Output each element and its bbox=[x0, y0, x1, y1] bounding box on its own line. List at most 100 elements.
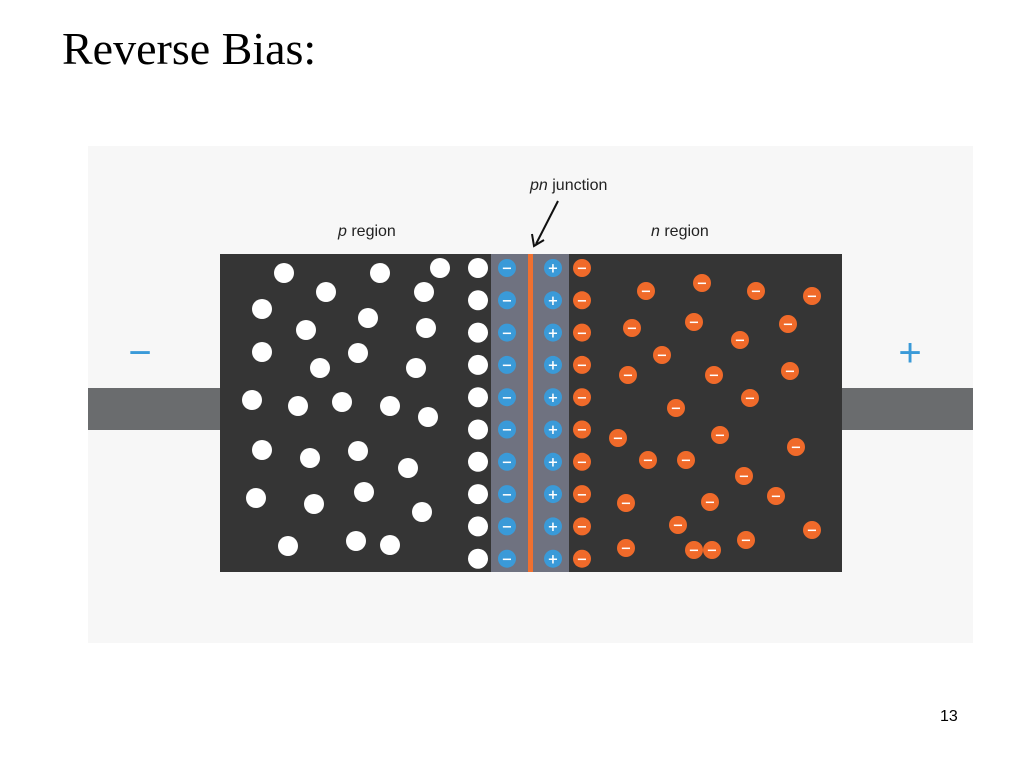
electron bbox=[573, 485, 591, 504]
electron-symbol: − bbox=[577, 326, 588, 341]
hole bbox=[242, 390, 262, 410]
negative-ion-symbol: − bbox=[502, 326, 513, 341]
negative-ion-symbol: − bbox=[502, 262, 513, 277]
positive-ion-symbol: + bbox=[548, 391, 559, 406]
pn-junction-diagram: pn junction p region n region − + −−−−−−… bbox=[88, 146, 973, 643]
electron-symbol: − bbox=[623, 369, 634, 384]
hole bbox=[380, 535, 400, 555]
diagram-canvas: pn junction p region n region − + −−−−−−… bbox=[88, 177, 973, 572]
p-label-rest: region bbox=[347, 223, 396, 240]
electron-symbol: − bbox=[705, 496, 716, 511]
electron-symbol: − bbox=[707, 544, 718, 559]
electron bbox=[573, 549, 591, 568]
positive-ion-symbol: + bbox=[548, 359, 559, 374]
electron bbox=[573, 259, 591, 277]
electron bbox=[741, 389, 759, 407]
electron bbox=[617, 539, 635, 557]
negative-terminal-sign: − bbox=[128, 331, 151, 375]
electron bbox=[573, 452, 591, 471]
electron bbox=[617, 494, 635, 512]
hole bbox=[252, 440, 272, 460]
electron bbox=[787, 438, 805, 456]
negative-ion-symbol: − bbox=[502, 552, 513, 567]
electron-symbol: − bbox=[577, 552, 588, 567]
negative-ion-symbol: − bbox=[502, 391, 513, 406]
junction-line bbox=[528, 254, 533, 572]
hole bbox=[332, 392, 352, 412]
hole bbox=[418, 407, 438, 427]
electron-symbol: − bbox=[689, 316, 700, 331]
hole bbox=[414, 282, 434, 302]
electron-symbol: − bbox=[689, 544, 700, 559]
hole bbox=[354, 482, 374, 502]
electron-symbol: − bbox=[739, 470, 750, 485]
hole bbox=[468, 322, 488, 343]
slide-title: Reverse Bias: bbox=[62, 23, 317, 74]
hole bbox=[310, 358, 330, 378]
electron bbox=[711, 426, 729, 444]
electron bbox=[767, 487, 785, 505]
electron-symbol: − bbox=[577, 359, 588, 374]
electron bbox=[667, 399, 685, 417]
electron bbox=[573, 420, 591, 439]
hole bbox=[358, 308, 378, 328]
negative-ion bbox=[498, 291, 516, 310]
hole bbox=[346, 531, 366, 551]
electron bbox=[803, 521, 821, 539]
hole bbox=[278, 536, 298, 556]
electron bbox=[573, 517, 591, 536]
electron-symbol: − bbox=[643, 454, 654, 469]
hole bbox=[252, 299, 272, 319]
negative-ion-symbol: − bbox=[502, 488, 513, 503]
positive-ion bbox=[544, 323, 562, 342]
hole bbox=[380, 396, 400, 416]
electron bbox=[573, 388, 591, 407]
positive-ion bbox=[544, 388, 562, 407]
hole bbox=[296, 320, 316, 340]
electron bbox=[701, 493, 719, 511]
electron-symbol: − bbox=[577, 488, 588, 503]
electron-symbol: − bbox=[715, 429, 726, 444]
electron bbox=[623, 319, 641, 337]
positive-ion-symbol: + bbox=[548, 423, 559, 438]
positive-ion-symbol: + bbox=[548, 520, 559, 535]
hole bbox=[288, 396, 308, 416]
electron bbox=[693, 274, 711, 292]
electron-symbol: − bbox=[577, 520, 588, 535]
particles-layer: −−−−−−−−−−++++++++++−−−−−−−−−−−−−−−−−−−−… bbox=[242, 258, 821, 569]
electron bbox=[703, 541, 721, 559]
electron-symbol: − bbox=[671, 402, 682, 417]
hole bbox=[468, 516, 488, 537]
electron-symbol: − bbox=[621, 542, 632, 557]
electron bbox=[639, 451, 657, 469]
electron-symbol: − bbox=[627, 322, 638, 337]
hole bbox=[468, 290, 488, 311]
electron bbox=[677, 451, 695, 469]
electron-symbol: − bbox=[783, 318, 794, 333]
electron-symbol: − bbox=[751, 285, 762, 300]
electron-symbol: − bbox=[577, 262, 588, 277]
hole bbox=[300, 448, 320, 468]
hole bbox=[398, 458, 418, 478]
negative-ion bbox=[498, 355, 516, 374]
electron-symbol: − bbox=[785, 365, 796, 380]
electron bbox=[685, 313, 703, 331]
hole bbox=[252, 342, 272, 362]
electron bbox=[735, 467, 753, 485]
positive-ion bbox=[544, 517, 562, 536]
hole bbox=[468, 548, 488, 569]
positive-ion bbox=[544, 485, 562, 504]
electron bbox=[619, 366, 637, 384]
positive-terminal-sign: + bbox=[898, 331, 921, 375]
positive-ion-symbol: + bbox=[548, 552, 559, 567]
electron-symbol: − bbox=[641, 285, 652, 300]
positive-ion bbox=[544, 355, 562, 374]
electron bbox=[609, 429, 627, 447]
electron bbox=[705, 366, 723, 384]
electron-symbol: − bbox=[613, 432, 624, 447]
positive-ion-symbol: + bbox=[548, 326, 559, 341]
negative-ion bbox=[498, 388, 516, 407]
hole bbox=[468, 451, 488, 472]
electron-symbol: − bbox=[621, 497, 632, 512]
electron bbox=[669, 516, 687, 534]
